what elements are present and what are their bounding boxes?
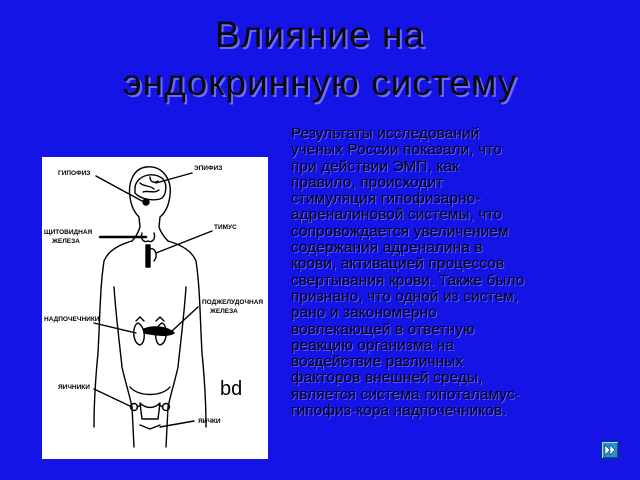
paragraph-line: рано и закономерно [291,304,437,322]
paragraph-line: сопровождается увеличением [291,222,509,240]
paragraph-line: является система гипоталамус- [291,385,521,403]
label-pituitary: ГИПОФИЗ [58,170,90,177]
leader-thymus [155,230,213,254]
paragraph-line: крови, активацией процессов [291,255,505,273]
leader-epiphysis [155,172,193,184]
leader-testes [159,420,195,428]
label-pancreas-line1: ПОДЖЕЛУДОЧНАЯ [202,299,263,306]
label-ovaries: ЯИЧНИКИ [58,384,90,391]
paragraph-line: Результаты исследований [291,125,480,142]
label-pancreas-line2: ЖЕЛЕЗА [209,308,238,315]
human-body-illustration: ГИПОФИЗ ЭПИФИЗ ЩИТОВИДНАЯ ЖЕЛЕЗА ТИМУС П… [44,165,263,448]
body-paragraph: Результаты исследований ученых России по… [291,125,621,420]
next-slide-icon [604,444,616,456]
paragraph-line: правило, происходит [291,173,444,191]
paragraph-line: содержания адреналина в [291,239,483,257]
paragraph-line: при действии ЭМП, как [291,157,460,175]
slide-title-line-1: Влияние на [215,14,425,55]
label-thyroid-line2: ЖЕЛЕЗА [51,238,80,245]
label-epiphysis: ЭПИФИЗ [194,165,222,172]
paragraph-line: воздействие различных [291,353,464,371]
paragraph-line: ученых России показали, что [291,141,503,159]
paragraph-line: свертывания крови. Также было [291,271,525,289]
label-adrenals: НАДПОЧЕЧНИКИ [44,316,100,323]
leader-ovaries [93,388,133,408]
label-thymus: ТИМУС [214,224,237,231]
label-testes: ЯИЧКИ [198,418,221,425]
author-mark: bd [220,378,242,400]
endocrine-system-figure: ГИПОФИЗ ЭПИФИЗ ЩИТОВИДНАЯ ЖЕЛЕЗА ТИМУС П… [42,157,268,459]
kidney-left [133,322,145,346]
head-outline [128,166,147,242]
paragraph-line: гипофиз-кора надпочечников. [291,402,507,420]
label-thyroid-line1: ЩИТОВИДНАЯ [44,229,93,236]
paragraph-line: факторов внешней среды, [291,369,483,387]
paragraph-line: реакцию организма на [291,336,455,354]
paragraph-line: вовлекающей в ответную [291,320,475,338]
leader-adrenals [93,322,137,334]
torso-right [167,240,207,428]
torso-left [93,240,133,428]
next-slide-button[interactable] [601,441,619,459]
paragraph-line: признано, что одной из систем, [291,287,519,305]
paragraph-line: стимуляция гипофизарно- [291,190,481,208]
leader-pituitary [95,175,143,202]
slide-title-line-2: эндокринную систему [122,62,518,103]
leader-pancreas [171,306,199,332]
paragraph-line: адреналиновой системы, что [291,206,503,224]
brain-outline [134,174,167,201]
